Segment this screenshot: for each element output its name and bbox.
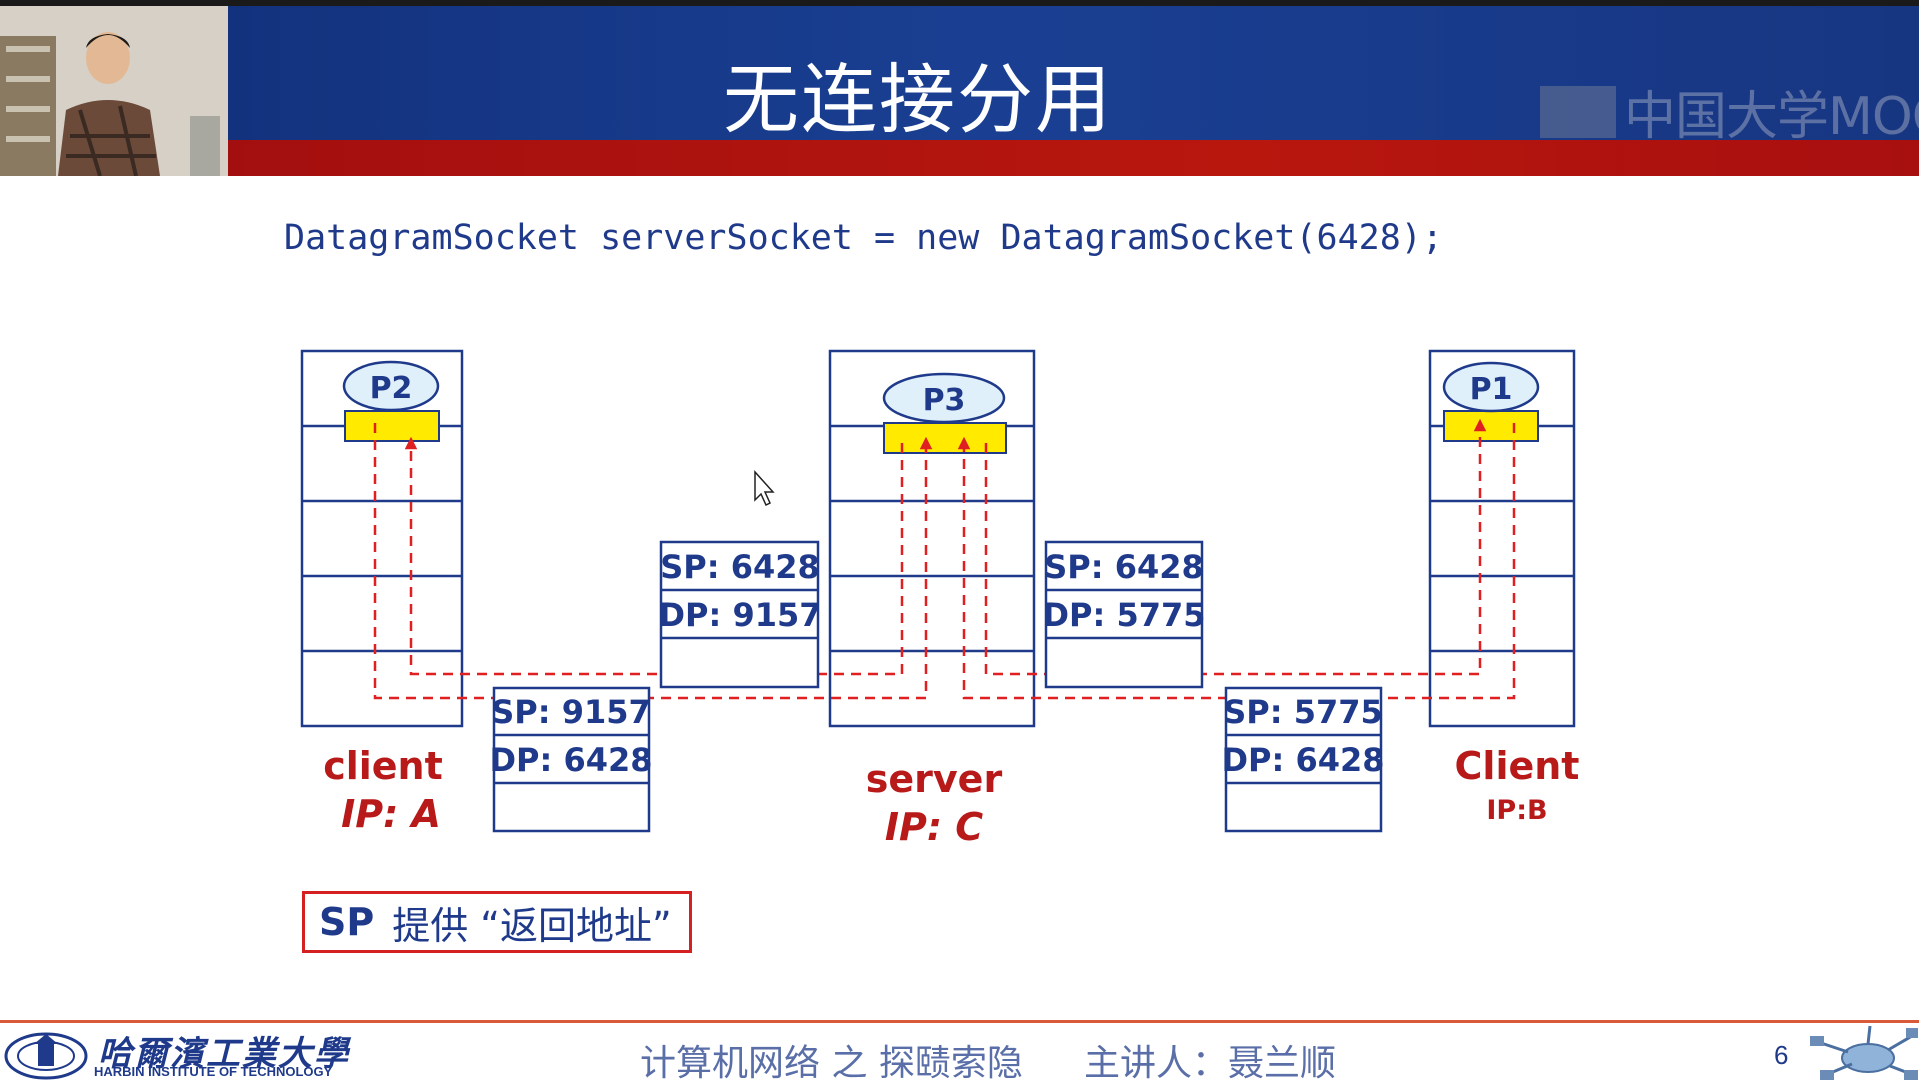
code-line: DatagramSocket serverSocket = new Datagr… — [284, 218, 1443, 258]
header-band — [228, 6, 1919, 140]
university-seal-icon — [4, 1032, 88, 1080]
university-name-en: HARBIN INSTITUTE OF TECHNOLOGY — [94, 1064, 333, 1079]
segment-b-to-c: SP: 5775 DP: 6428 — [1221, 686, 1385, 833]
segment-dp: DP: 6428 — [489, 741, 652, 779]
mooc-watermark: 中国大学MOOC — [1540, 74, 1919, 147]
socket-client-b — [1443, 410, 1539, 442]
top-strip — [0, 0, 1919, 6]
university-name-cn: 哈爾濱工業大學 — [98, 1034, 350, 1074]
process-p3 — [882, 372, 1006, 424]
segment-c-to-b: SP: 6428 DP: 5775 — [1042, 540, 1206, 689]
mouse-cursor-icon — [754, 470, 775, 507]
host-client-b: P1 — [1428, 349, 1576, 728]
footer-divider — [0, 1020, 1919, 1023]
process-p2 — [342, 360, 440, 412]
segment-sp: SP: 5775 — [1223, 693, 1383, 731]
mooc-logo-icon — [1540, 86, 1616, 138]
host-ip-server: IP: C — [885, 805, 983, 849]
host-client-a: P2 — [300, 349, 464, 728]
page-number: 6 — [1774, 1040, 1789, 1070]
header-red-band — [228, 140, 1919, 176]
segment-c-to-a: SP: 6428 DP: 9157 — [658, 540, 822, 689]
process-p2-label: P2 — [370, 371, 413, 406]
process-p1 — [1442, 361, 1540, 413]
sp-note-text: 提供 “返回地址” — [392, 903, 672, 948]
mooc-watermark-text: 中国大学MOOC — [1624, 87, 1919, 147]
path-c-to-a — [404, 436, 904, 676]
network-globe-icon — [1810, 1025, 1918, 1080]
host-label-client-b: Client — [1455, 744, 1580, 788]
host-label-client-a: client — [323, 744, 443, 788]
presenter-video-frame — [0, 6, 228, 176]
segment-sp: SP: 6428 — [660, 548, 820, 586]
path-a-to-c — [373, 423, 933, 700]
path-c-to-b — [984, 418, 1487, 676]
host-ip-client-b: IP:B — [1486, 795, 1547, 826]
host-ip-client-a: IP: A — [341, 792, 441, 836]
host-server: P3 — [828, 349, 1036, 728]
course-title: 计算机网络 之 探赜索隐 — [640, 1043, 1023, 1084]
presenter-name: 主讲人：聂兰顺 — [1084, 1043, 1337, 1084]
sp-note-key: SP — [319, 900, 375, 944]
process-p1-label: P1 — [1470, 372, 1513, 407]
segment-dp: DP: 9157 — [658, 596, 821, 634]
segment-dp: DP: 6428 — [1221, 741, 1384, 779]
sp-note: SP 提供 “返回地址” — [302, 891, 692, 953]
segment-dp: DP: 5775 — [1042, 596, 1205, 634]
segment-a-to-c: SP: 9157 DP: 6428 — [489, 686, 653, 833]
segment-sp: SP: 6428 — [1044, 548, 1204, 586]
process-p3-label: P3 — [923, 383, 966, 418]
presenter-video[interactable] — [0, 6, 228, 176]
segment-sp: SP: 9157 — [491, 693, 651, 731]
slide-title: 无连接分用 — [723, 55, 1113, 144]
socket-client-a — [344, 410, 440, 442]
host-label-server: server — [866, 757, 1003, 801]
